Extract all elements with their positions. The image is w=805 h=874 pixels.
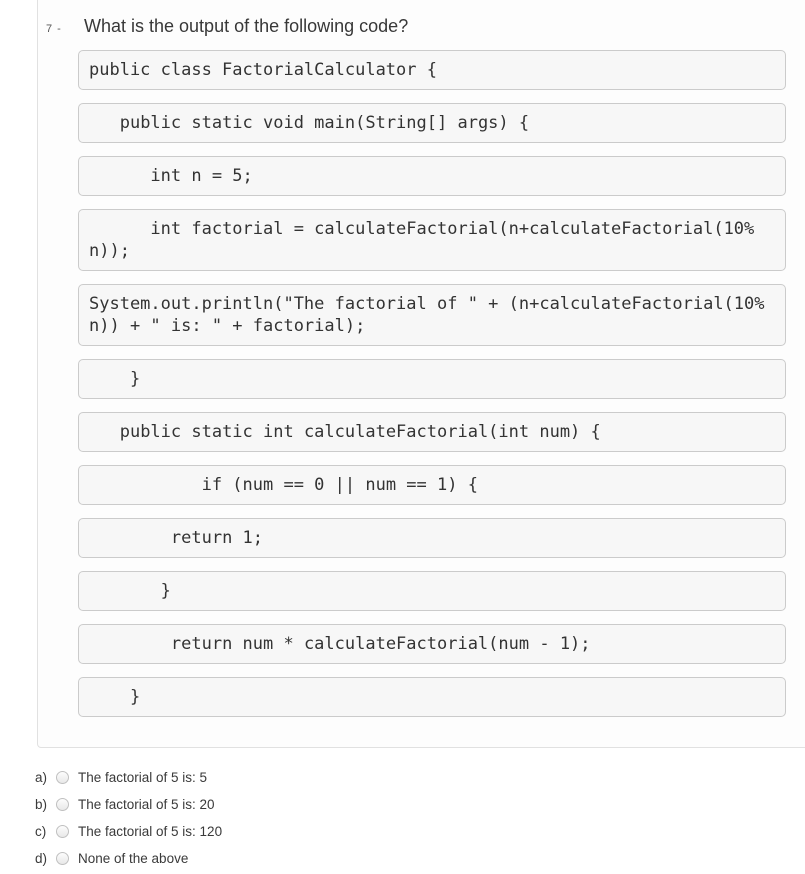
code-line: int factorial = calculateFactorial(n+cal… [78,209,786,271]
code-line: public class FactorialCalculator { [78,50,786,90]
answer-option[interactable]: c) The factorial of 5 is: 120 [35,820,222,842]
code-line: if (num == 0 || num == 1) { [78,465,786,505]
option-label[interactable]: The factorial of 5 is: 5 [78,770,208,785]
option-label[interactable]: The factorial of 5 is: 20 [78,797,215,812]
code-line: public static int calculateFactorial(int… [78,412,786,452]
option-label[interactable]: The factorial of 5 is: 120 [78,824,223,839]
question-panel: 7 - What is the output of the following … [37,0,805,748]
option-letter: d) [35,850,48,866]
radio-button[interactable] [56,797,69,811]
option-label[interactable]: None of the above [78,851,189,866]
option-letter: b) [35,796,48,812]
code-line: return 1; [78,518,786,558]
answer-option[interactable]: b) The factorial of 5 is: 20 [35,793,222,815]
answer-options: a) The factorial of 5 is: 5 b) The facto… [35,766,222,874]
code-line: System.out.println("The factorial of " +… [78,284,786,346]
code-line: return num * calculateFactorial(num - 1)… [78,624,786,664]
option-letter: a) [35,769,48,785]
radio-button[interactable] [56,770,69,784]
radio-button[interactable] [56,851,69,865]
code-line: } [78,571,786,611]
code-line: public static void main(String[] args) { [78,103,786,143]
question-title: What is the output of the following code… [84,16,409,36]
code-line: } [78,677,786,717]
answer-option[interactable]: a) The factorial of 5 is: 5 [35,766,222,788]
code-line: int n = 5; [78,156,786,196]
radio-button[interactable] [56,824,69,838]
question-number: 7 - [46,23,62,35]
code-block: public class FactorialCalculator { publi… [78,50,786,717]
answer-option[interactable]: d) None of the above [35,847,222,869]
question-header: 7 - What is the output of the following … [38,0,805,37]
option-letter: c) [35,823,47,839]
code-line: } [78,359,786,399]
